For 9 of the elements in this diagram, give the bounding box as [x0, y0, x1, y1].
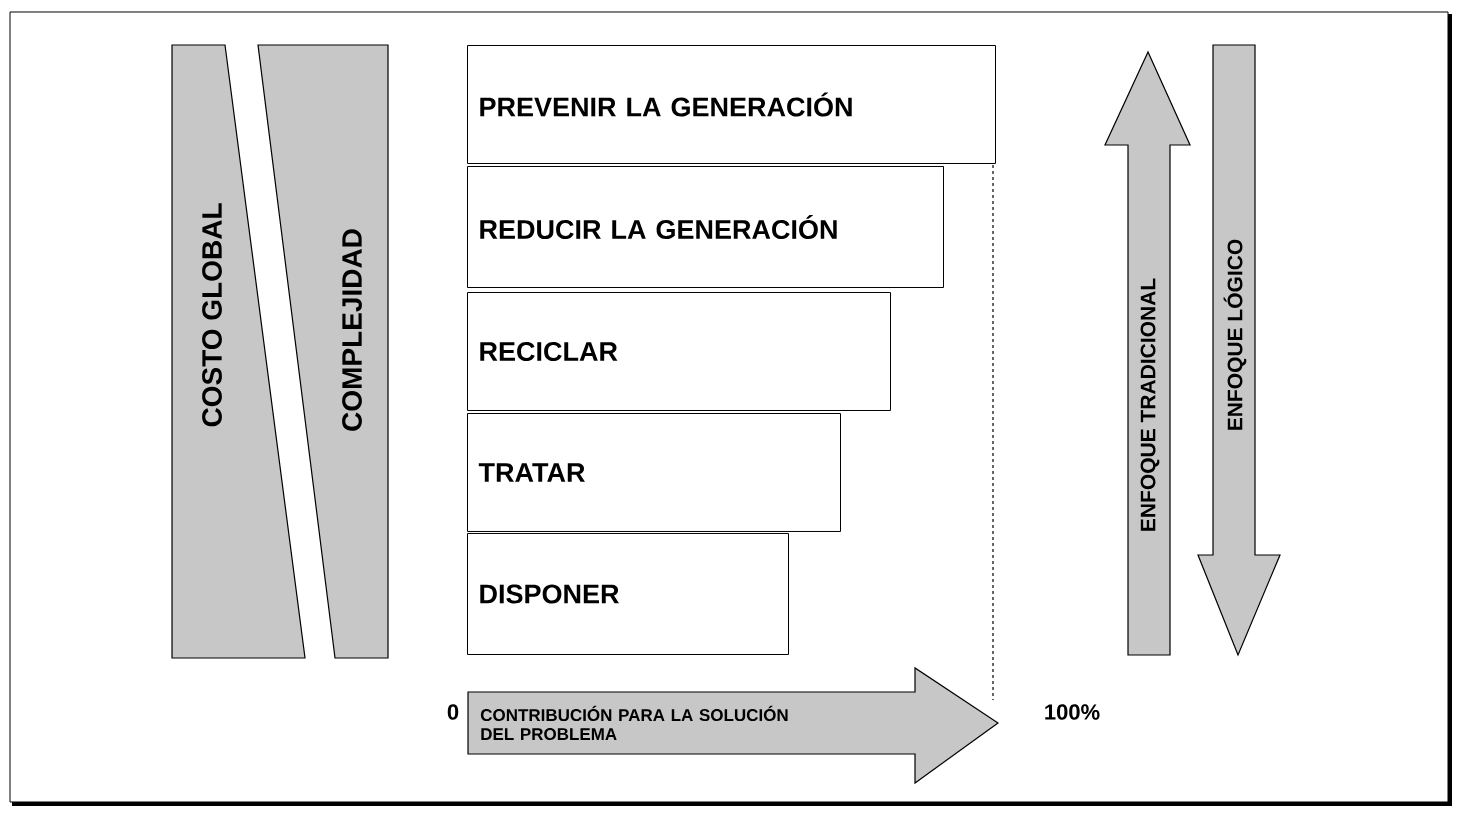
level-bar: REDUCIR LA GENERACIÓN: [467, 166, 944, 288]
axis-label: 100%: [1045, 704, 1100, 720]
level-bar: DISPONER: [467, 533, 789, 655]
wedge-band: COMPLEJIDAD: [257, 44, 389, 659]
wedge-band: COSTO GLOBAL: [171, 44, 306, 659]
level-bar: PREVENIR LA GENERACIÓN: [467, 45, 996, 164]
level-bar: RECICLAR: [467, 292, 891, 411]
level-bar: TRATAR: [467, 413, 841, 532]
axis-label: 0: [447, 704, 459, 720]
